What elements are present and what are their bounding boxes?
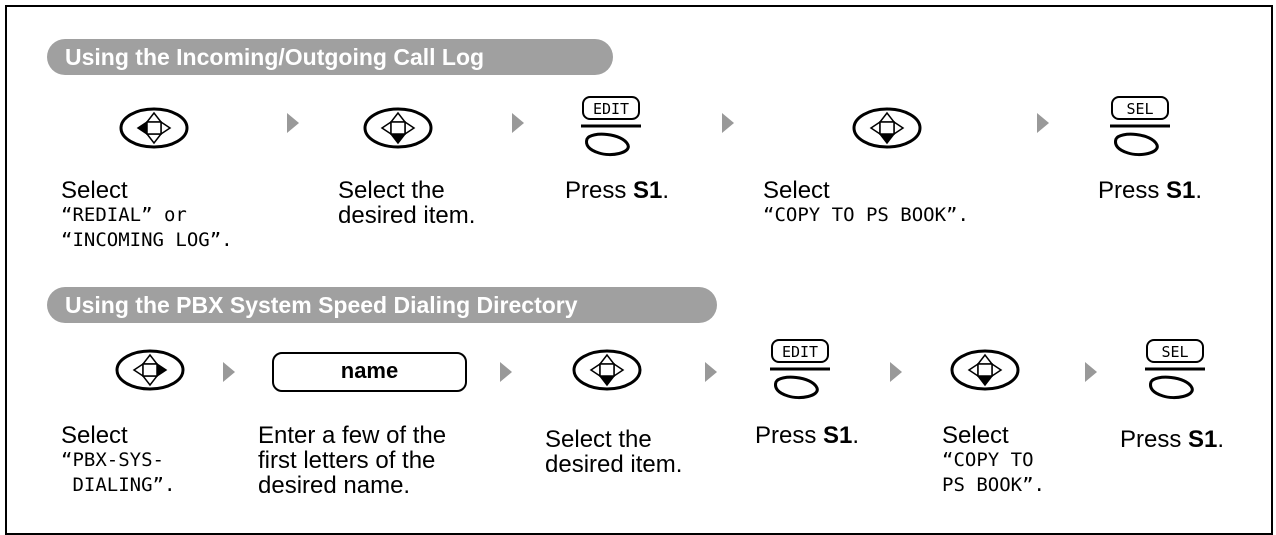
step-caption: Select “COPY TO PS BOOK”. [763,177,969,226]
svg-text:EDIT: EDIT [782,343,818,361]
arrow-right-icon [223,362,235,382]
arrow-right-icon [890,362,902,382]
svg-text:SEL: SEL [1161,343,1188,361]
section-title: Using the PBX System Speed Dialing Direc… [47,287,717,323]
arrow-right-icon [1085,362,1097,382]
arrow-right-icon [287,113,299,133]
section-title: Using the Incoming/Outgoing Call Log [47,39,613,75]
navigator-key-down-icon [852,107,922,149]
arrow-right-icon [722,113,734,133]
navigator-key-down-icon [363,107,433,149]
step-caption: Select “COPY TO PS BOOK”. [942,422,1045,496]
step-caption: Press S1. [755,422,860,449]
navigator-key-right-icon [115,349,185,391]
svg-text:EDIT: EDIT [593,100,629,118]
arrow-right-icon [500,362,512,382]
step-caption: Select “PBX-SYS- DIALING”. [61,422,176,496]
step-caption: Select “REDIAL” or “INCOMING LOG”. [61,177,233,251]
soft-key-edit-icon: EDIT [770,339,830,400]
arrow-right-icon [512,113,524,133]
svg-text:SEL: SEL [1126,100,1153,118]
step-caption: Press S1. [1098,177,1203,204]
navigator-key-down-icon [950,349,1020,391]
step-caption: Enter a few of the first letters of the … [258,422,447,499]
arrow-right-icon [1037,113,1049,133]
soft-key-edit-icon: EDIT [581,96,641,157]
step-caption: Press S1. [565,177,670,204]
arrow-right-icon [705,362,717,382]
step-caption: Select the desired item. [338,177,476,229]
navigator-key-down-icon [572,349,642,391]
name-field: name [272,352,467,392]
soft-key-sel-icon: SEL [1145,339,1205,400]
navigator-key-left-icon [119,107,189,149]
step-caption: Select the desired item. [545,426,683,478]
soft-key-sel-icon: SEL [1110,96,1170,157]
step-caption: Press S1. [1120,426,1225,453]
